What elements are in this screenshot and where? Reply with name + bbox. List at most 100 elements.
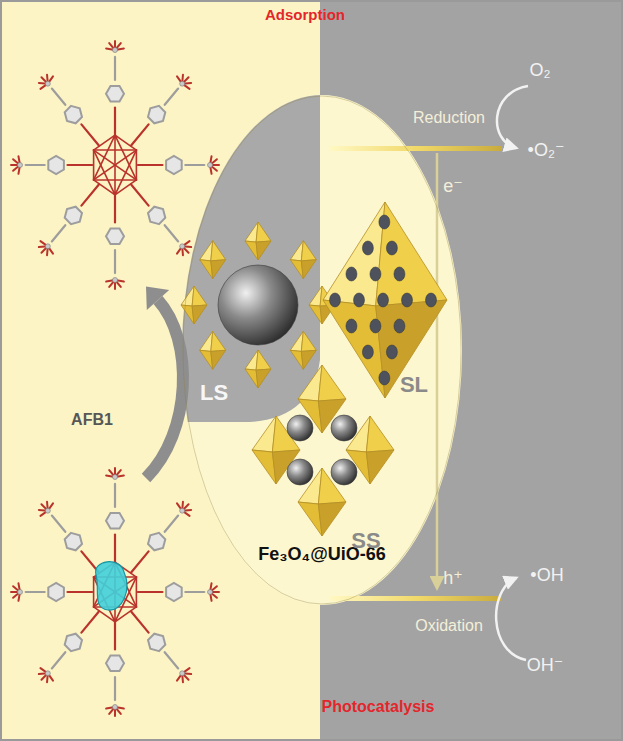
fe3o4-sphere [331,415,357,441]
fe3o4-dot [362,345,373,359]
label-slot: •O₂⁻ [528,140,565,161]
label-slot: h⁺ [443,568,463,589]
atom [113,705,118,710]
atom [180,81,185,86]
octahedron-face [192,286,207,306]
octahedron-face [211,241,226,261]
conduction-band [330,146,502,151]
fe3o4-dot [394,319,405,333]
bond [81,124,98,145]
linker-ring [65,533,82,550]
bond [68,591,93,593]
fe3o4-dot [394,267,405,281]
bond [165,652,178,668]
carrier-label: e⁻ [443,176,463,197]
fe3o4-sphere [218,265,298,345]
fe3o4-dot [402,293,413,307]
atom [113,475,118,480]
bond [81,185,98,206]
octahedron-face [318,365,346,401]
bond [94,150,137,180]
ellipse-fill [0,0,462,605]
fe3o4-dot [362,241,373,255]
bond [165,516,178,532]
ellipse-outline [183,96,461,604]
bond [165,225,178,241]
uio66-octahedron [200,241,226,279]
bond [52,516,65,532]
octahedron-face [301,350,316,369]
ss-structure [252,365,394,536]
fe3o4-dot [346,319,357,333]
octahedron-face [298,365,322,401]
fe3o4-dot [370,319,381,333]
atom [113,278,118,283]
octahedron-face [301,241,316,261]
bond [26,164,45,166]
structure-label: SS [351,528,380,553]
atom [180,244,185,249]
bond [114,484,116,507]
bond [81,612,98,633]
octahedron-face [211,260,226,279]
bond [52,225,65,241]
atom [45,508,50,513]
atom [45,81,50,86]
fe3o4-dot [426,293,437,307]
octahedron-face [323,202,385,306]
carrier-label: h⁺ [443,568,463,589]
linker-ring [148,207,165,224]
uio66-octahedron [323,202,447,398]
structures [11,41,447,716]
octahedron-face [256,350,271,370]
ls-structure [181,222,335,388]
bond [138,164,163,166]
label-slot: •OH [530,565,563,586]
octahedron-face [256,241,271,260]
adsorption-arrow [146,300,183,478]
label-slot: O₂ [530,60,551,81]
atom [208,590,213,595]
section-heading: Adsorption [265,6,345,23]
species-label: •O₂⁻ [528,140,565,161]
fe3o4-dot [370,267,381,281]
fe3o4-dot [346,267,357,281]
bond [131,612,148,633]
linker-ring [48,156,64,174]
uio66-octahedron [290,241,316,279]
linker-ring [166,156,182,174]
bond [185,164,204,166]
molecule-label: AFB1 [71,411,113,429]
bond [114,677,116,700]
band-label: Reduction [413,109,485,127]
linker-ring [148,533,165,550]
octahedron-face [256,369,271,388]
uio66-octahedron [245,350,271,388]
bond [165,89,178,105]
uio66-octahedron [200,331,226,369]
label-slot: Adsorption [265,6,345,23]
atom [45,244,50,249]
octahedron-face [252,416,276,452]
bond [52,89,65,105]
mof-cluster [11,41,219,289]
octahedron-face [366,450,394,484]
linker-ring [65,634,82,651]
fe3o4-dot [386,345,397,359]
fe3o4-sphere [331,459,357,485]
label-slot: LS [200,380,228,405]
fe3o4-dot [378,293,389,307]
label-slot: Reduction [413,109,485,127]
linker-ring [166,583,182,601]
bond [138,591,163,593]
octahedron-face [211,350,226,369]
afb1-molecule [96,562,127,610]
atom [208,163,213,168]
atom [180,671,185,676]
bond [114,620,116,650]
label-slot: e⁻ [443,176,463,197]
structure-label: LS [200,380,228,405]
atom [113,48,118,53]
